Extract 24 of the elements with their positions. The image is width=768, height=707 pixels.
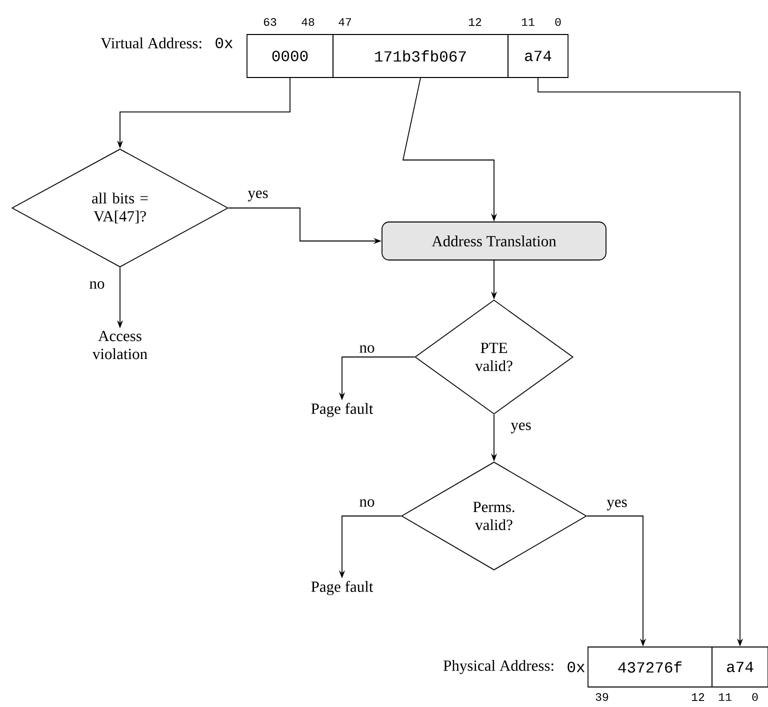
address-field: 437276f bbox=[588, 646, 712, 688]
bit-index: 48 bbox=[302, 18, 314, 26]
bit-index: 11 bbox=[522, 18, 534, 26]
process-box: Address Translation bbox=[382, 222, 606, 260]
outcome-text: Access violation bbox=[92, 330, 148, 360]
edge-label: yes bbox=[246, 190, 270, 202]
bit-index: 47 bbox=[338, 18, 351, 26]
bit-index: 12 bbox=[692, 693, 704, 701]
edge-label: no bbox=[88, 280, 106, 290]
address-field: a74 bbox=[508, 34, 568, 78]
outcome-text: Page fault bbox=[311, 402, 374, 418]
bit-index: 11 bbox=[718, 693, 732, 701]
edge-label: yes bbox=[510, 422, 532, 434]
address-label: Virtual Address: bbox=[100, 38, 202, 48]
edge-label: no bbox=[358, 344, 376, 354]
edge-label: yes bbox=[606, 498, 628, 512]
address-field: 0000 bbox=[246, 34, 334, 78]
address-label: Physical Address: bbox=[444, 660, 554, 674]
address-field: 171b3fb067 bbox=[332, 34, 508, 78]
edge-label: no bbox=[358, 498, 376, 508]
bit-index: 12 bbox=[468, 18, 482, 26]
address-field: a74 bbox=[712, 646, 768, 688]
outcome-text: Page fault bbox=[311, 580, 374, 596]
address-label: 0x bbox=[216, 38, 233, 48]
